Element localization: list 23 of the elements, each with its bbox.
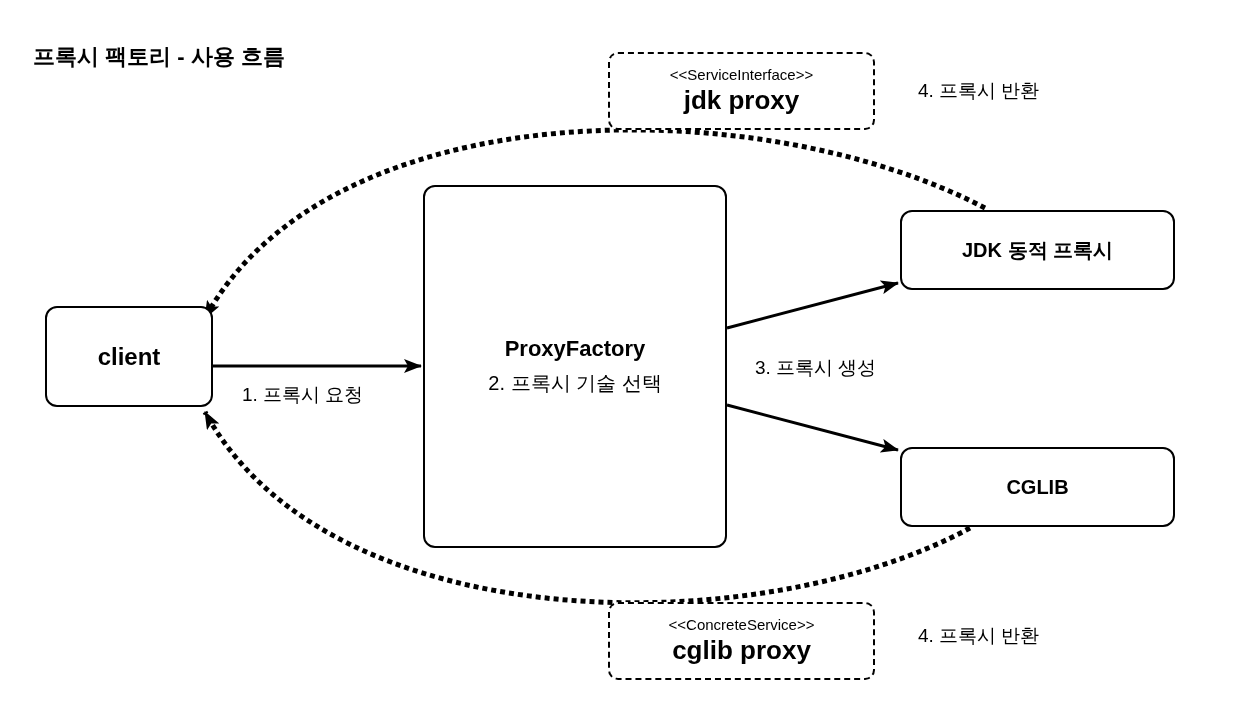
step-label: 4. 프록시 반환 <box>918 79 1040 103</box>
diagram-title: 프록시 팩토리 - 사용 흐름 <box>33 43 285 71</box>
step-label: 4. 프록시 반환 <box>918 624 1040 648</box>
box-title: client <box>97 342 161 371</box>
arrow <box>213 359 422 373</box>
dashed-arrow <box>202 410 972 606</box>
process-box <box>900 447 1175 527</box>
arrow <box>726 403 899 453</box>
box-title: ProxyFactory <box>504 336 646 362</box>
box-title: jdk proxy <box>683 85 800 116</box>
stereotype-label: <<ServiceInterface>> <box>669 66 814 83</box>
box-title: CGLIB <box>1006 475 1069 499</box>
dashed-box <box>608 52 875 130</box>
process-box <box>423 185 727 548</box>
arrow <box>726 280 899 330</box>
box-title: JDK 동적 프록시 <box>961 237 1114 263</box>
dashed-box <box>608 602 875 680</box>
box-title: cglib proxy <box>672 635 811 666</box>
box-subtitle: 2. 프록시 기술 선택 <box>488 371 662 396</box>
process-box <box>45 306 213 407</box>
stereotype-label: <<ConcreteService>> <box>668 616 815 633</box>
process-box <box>900 210 1175 290</box>
step-label: 3. 프록시 생성 <box>755 356 877 380</box>
